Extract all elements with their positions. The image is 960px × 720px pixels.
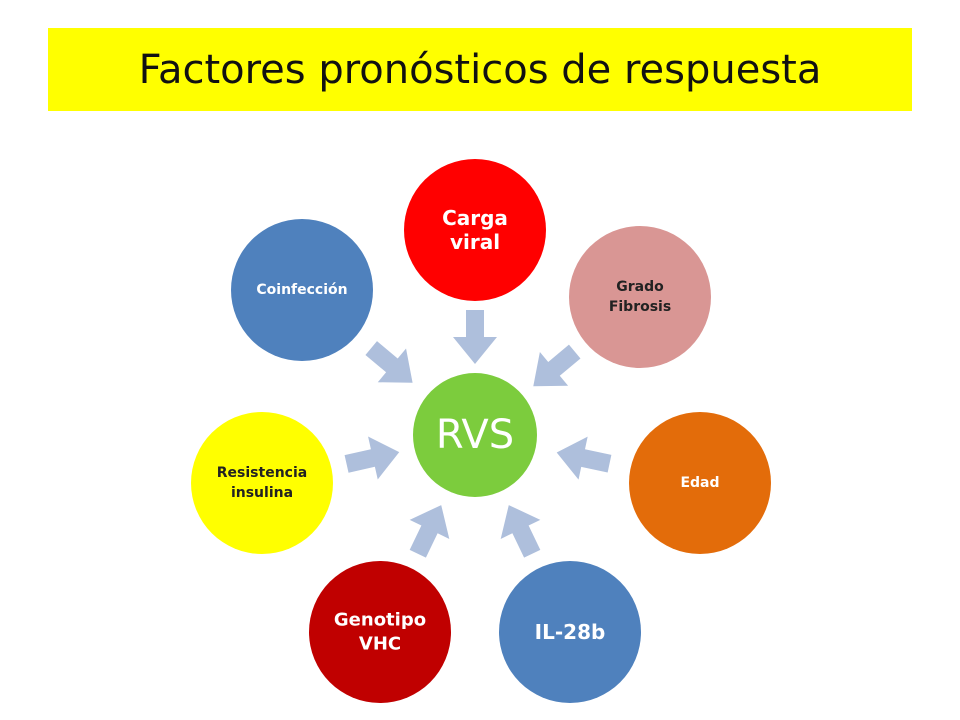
node-circle-genotipo-vhc	[309, 561, 451, 703]
node-circle-coinfeccion	[231, 219, 373, 361]
page-title: Factores pronósticos de respuesta	[138, 46, 822, 93]
title-banner: Factores pronósticos de respuesta	[48, 28, 912, 111]
node-il-28b: IL-28b	[499, 561, 641, 703]
node-label-edad: Edad	[680, 475, 719, 491]
node-label-resistencia-insulina: insulina	[231, 485, 293, 501]
node-label-carga-viral: viral	[450, 230, 500, 254]
node-circle-carga-viral	[404, 159, 546, 301]
node-label-genotipo-vhc: Genotipo	[334, 610, 426, 631]
hub-label: RVS	[436, 412, 514, 458]
node-coinfeccion: Coinfección	[231, 219, 373, 361]
arrow-grado-fibrosis	[533, 344, 581, 387]
arrow-carga-viral	[453, 310, 497, 364]
node-label-genotipo-vhc: VHC	[359, 634, 401, 655]
arrow-il-28b	[500, 505, 541, 558]
node-label-resistencia-insulina: Resistencia	[217, 465, 307, 481]
arrow-coinfeccion	[365, 341, 413, 383]
hub-node: RVS	[413, 373, 537, 497]
arrows-layer	[344, 310, 612, 558]
node-circle-grado-fibrosis	[569, 226, 711, 368]
node-label-coinfeccion: Coinfección	[256, 282, 347, 298]
nodes-layer: CargaviralGradoFibrosisEdadIL-28bGenotip…	[191, 159, 771, 703]
node-label-grado-fibrosis: Fibrosis	[609, 299, 671, 315]
node-label-grado-fibrosis: Grado	[616, 279, 664, 295]
node-circle-il-28b	[499, 561, 641, 703]
arrow-resistencia-insulina	[344, 436, 400, 480]
hub-layer: RVS	[413, 373, 537, 497]
arrow-edad	[556, 436, 612, 480]
hub-circle	[413, 373, 537, 497]
node-label-carga-viral: Carga	[442, 206, 508, 230]
node-circle-edad	[629, 412, 771, 554]
node-label-il-28b: IL-28b	[535, 620, 606, 644]
node-resistencia-insulina: Resistencia insulina	[191, 412, 333, 554]
node-circle-resistencia-insulina	[191, 412, 333, 554]
arrow-genotipo-vhc	[409, 505, 450, 558]
node-edad: Edad	[629, 412, 771, 554]
